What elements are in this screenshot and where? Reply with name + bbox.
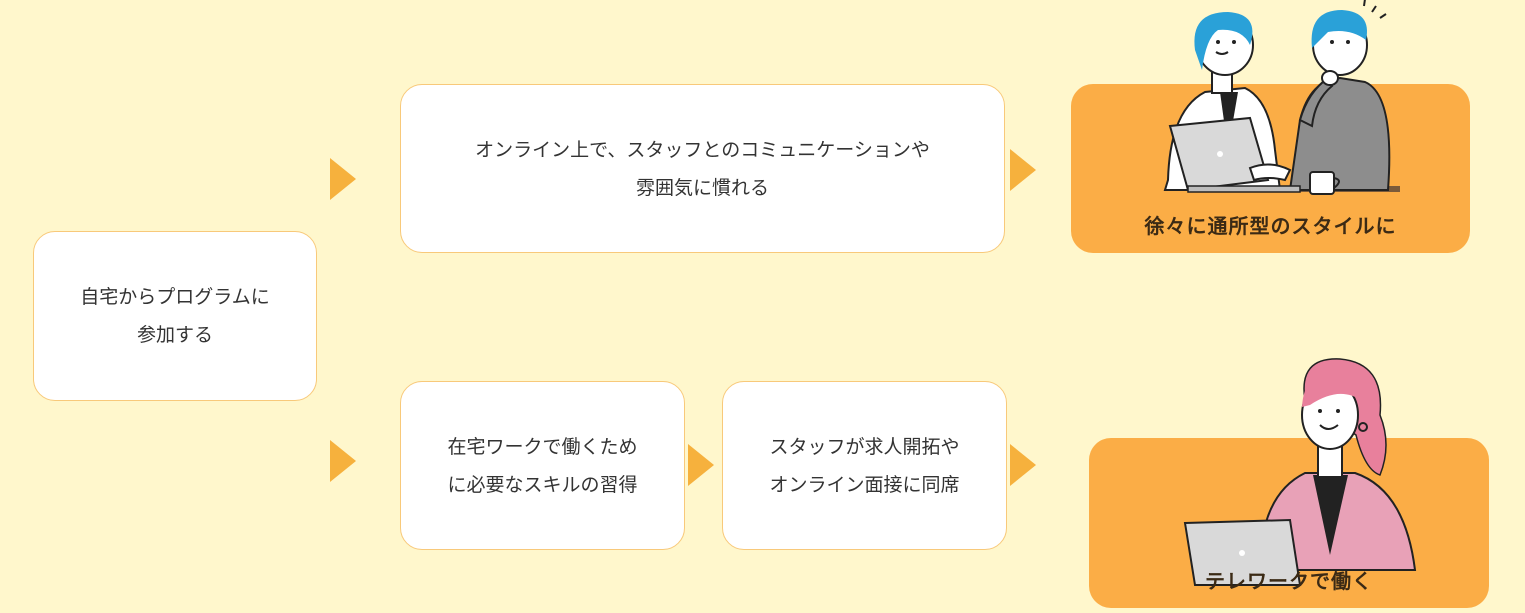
arrow-right-icon (330, 158, 356, 200)
bottom-step1-box: 在宅ワークで働くため に必要なスキルの習得 (400, 381, 685, 550)
arrow-right-icon (1010, 149, 1036, 191)
bottom-step2-text: スタッフが求人開拓や オンライン面接に同席 (769, 435, 960, 496)
top-result-card: 徐々に通所型のスタイルに (1071, 84, 1470, 253)
top-step-box: オンライン上で、スタッフとのコミュニケーションや 雰囲気に慣れる (400, 84, 1005, 253)
bottom-result-label: テレワークで働く (1205, 569, 1373, 593)
top-result-label: 徐々に通所型のスタイルに (1144, 214, 1397, 238)
arrow-right-icon (1010, 444, 1036, 486)
start-step-box: 自宅からプログラムに 参加する (33, 231, 317, 401)
bottom-step2-box: スタッフが求人開拓や オンライン面接に同席 (722, 381, 1007, 550)
top-step-text: オンライン上で、スタッフとのコミュニケーションや 雰囲気に慣れる (475, 138, 930, 199)
arrow-right-icon (688, 444, 714, 486)
two-people-laptop-illustration (1163, 0, 1400, 195)
start-step-text: 自宅からプログラムに 参加する (80, 286, 270, 346)
arrow-right-icon (330, 440, 356, 482)
woman-laptop-illustration (1183, 358, 1417, 586)
bottom-step1-text: 在宅ワークで働くため に必要なスキルの習得 (447, 435, 638, 496)
